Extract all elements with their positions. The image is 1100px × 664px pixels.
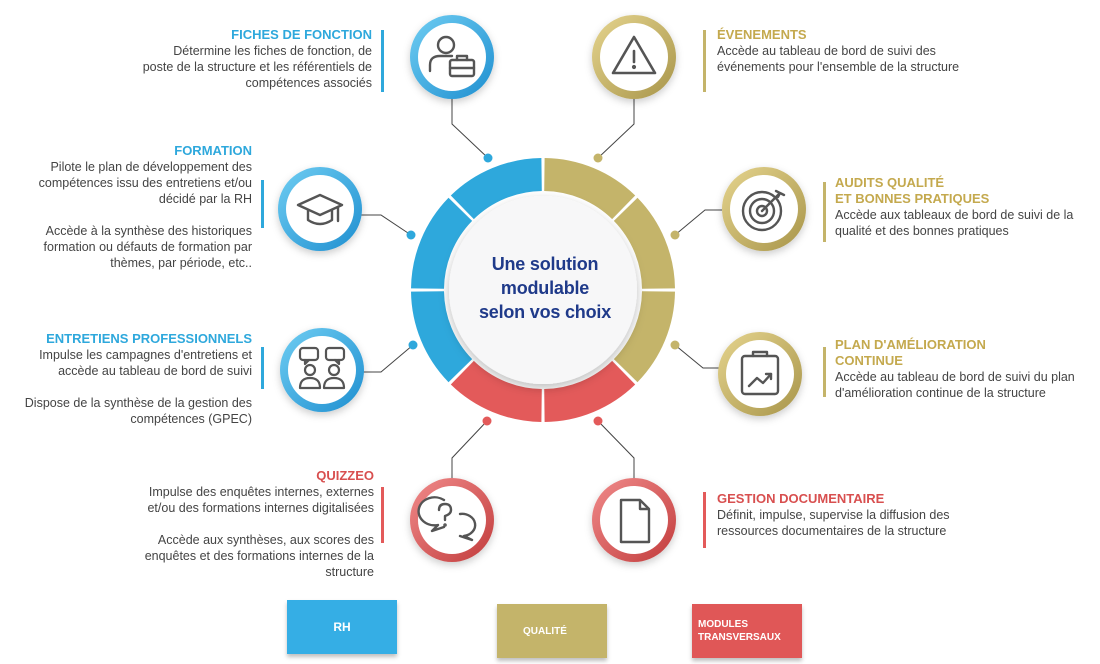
- chart-clipboard-icon: [740, 350, 780, 396]
- module-title: ÉVENEMENTS: [717, 27, 807, 42]
- meeting-icon: [298, 346, 346, 390]
- module-text: Dispose de la synthèse de la gestion des…: [24, 396, 252, 426]
- module-formation: FORMATION Pilote le plan de développemen…: [16, 143, 252, 271]
- module-title: QUIZZEO: [316, 468, 374, 483]
- module-text: Impulse les campagnes d'entretiens et ac…: [39, 348, 252, 378]
- center-line-1: Une solution: [491, 254, 599, 274]
- legend-qualite-label: QUALITÉ: [523, 625, 567, 637]
- ring-segment-formation[interactable]: [411, 197, 473, 289]
- dot-evenements: [593, 153, 603, 163]
- bar-entretiens: [261, 347, 264, 389]
- bar-gestion: [703, 492, 706, 548]
- dot-quizzeo: [482, 416, 492, 426]
- ring-segment-plan[interactable]: [613, 291, 675, 383]
- connector-fiches: [451, 95, 489, 159]
- connector-gestion: [597, 420, 635, 478]
- legend-qualite: QUALITÉ: [497, 604, 607, 658]
- module-evenements: ÉVENEMENTS Accède au tableau de bord de …: [717, 27, 967, 75]
- module-title-line-1: AUDITS QUALITÉ: [835, 175, 945, 190]
- icon-circle-evenements[interactable]: [592, 15, 676, 99]
- icon-circle-gestion[interactable]: [592, 478, 676, 562]
- icon-circle-fiches[interactable]: [410, 15, 494, 99]
- module-plan: PLAN D'AMÉLIORATION CONTINUE Accède au t…: [835, 337, 1080, 401]
- target-icon: [741, 189, 786, 232]
- legend-rh-label: RH: [333, 620, 351, 634]
- icon-circle-quizzeo[interactable]: [410, 478, 494, 562]
- connectors: [360, 95, 722, 478]
- module-text: Pilote le plan de développement des comp…: [38, 160, 252, 206]
- connector-plan: [674, 344, 722, 369]
- module-text: Détermine les fiches de fonction, de pos…: [142, 44, 372, 90]
- bar-plan: [823, 347, 826, 397]
- connector-formation: [360, 214, 412, 236]
- dot-gestion: [593, 416, 603, 426]
- bar-formation: [261, 180, 264, 228]
- warning-icon: [611, 35, 657, 75]
- bar-audits: [823, 182, 826, 242]
- center-disc: [449, 196, 637, 384]
- center-line-2: modulable: [500, 278, 590, 298]
- module-text: Définit, impulse, supervise la diffusion…: [717, 508, 950, 538]
- icon-circle-audits[interactable]: [722, 167, 806, 251]
- center-title: Une solution modulable selon vos choix: [462, 252, 628, 324]
- dot-entretiens: [408, 340, 418, 350]
- legend-transverse: MODULES TRANSVERSAUX: [692, 604, 802, 658]
- bar-quizzeo: [381, 487, 384, 543]
- dot-formation: [406, 230, 416, 240]
- ring-segment-quizzeo[interactable]: [450, 360, 542, 422]
- module-ring: [411, 158, 675, 422]
- connector-quizzeo: [451, 420, 488, 478]
- module-title-line-1: PLAN D'AMÉLIORATION: [835, 337, 986, 352]
- module-text: Accède à la synthèse des historiques for…: [43, 224, 252, 270]
- module-title-line-2: ET BONNES PRATIQUES: [835, 191, 990, 206]
- user-briefcase-icon: [428, 35, 476, 78]
- question-bubble-icon: [417, 496, 477, 542]
- icon-circle-entretiens[interactable]: [280, 328, 364, 412]
- module-title: GESTION DOCUMENTAIRE: [717, 491, 885, 506]
- ring-segment-evenements[interactable]: [544, 158, 636, 220]
- legend-transverse-line-2: TRANSVERSAUX: [698, 632, 781, 643]
- module-quizzeo: QUIZZEO Impulse des enquêtes internes, e…: [120, 468, 374, 580]
- module-title: FICHES DE FONCTION: [231, 27, 372, 42]
- icon-circle-formation[interactable]: [278, 167, 362, 251]
- graduation-cap-icon: [296, 193, 344, 226]
- module-title: ENTRETIENS PROFESSIONNELS: [46, 331, 252, 346]
- module-entretiens: ENTRETIENS PROFESSIONNELS Impulse les ca…: [16, 331, 252, 427]
- center-line-3: selon vos choix: [478, 302, 612, 322]
- module-text: Accède au tableau de bord de suivi du pl…: [835, 370, 1075, 400]
- ring-segment-entretiens[interactable]: [411, 291, 473, 383]
- connector-audits: [674, 209, 722, 236]
- bar-evenements: [703, 30, 706, 92]
- module-text: Accède aux synthèses, aux scores des enq…: [144, 533, 374, 579]
- connector-dots: [406, 153, 680, 426]
- module-title-line-2: CONTINUE: [835, 353, 903, 368]
- module-text: Accède au tableau de bord de suivi des é…: [717, 44, 960, 74]
- module-title: FORMATION: [174, 143, 252, 158]
- module-audits: AUDITS QUALITÉ ET BONNES PRATIQUES Accèd…: [835, 175, 1090, 239]
- module-gestion: GESTION DOCUMENTAIRE Définit, impulse, s…: [717, 491, 957, 539]
- module-fiches: FICHES DE FONCTION Détermine les fiches …: [140, 27, 372, 91]
- ring-segment-fiches[interactable]: [450, 158, 542, 220]
- dot-plan: [670, 340, 680, 350]
- dot-audits: [670, 230, 680, 240]
- module-text: Impulse des enquêtes internes, externes …: [147, 485, 374, 515]
- connector-entretiens: [362, 344, 414, 373]
- module-text: Accède aux tableaux de bord de suivi de …: [835, 208, 1074, 238]
- icon-circle-plan[interactable]: [718, 332, 802, 416]
- ring-segment-audits[interactable]: [613, 197, 675, 289]
- dot-fiches: [483, 153, 493, 163]
- ring-segment-gestion[interactable]: [544, 360, 636, 422]
- legend-transverse-line-1: MODULES: [698, 619, 748, 630]
- document-icon: [619, 498, 651, 544]
- legend-rh: RH: [287, 600, 397, 654]
- accent-bars: [261, 30, 826, 548]
- connector-evenements: [597, 95, 635, 159]
- bar-fiches: [381, 30, 384, 92]
